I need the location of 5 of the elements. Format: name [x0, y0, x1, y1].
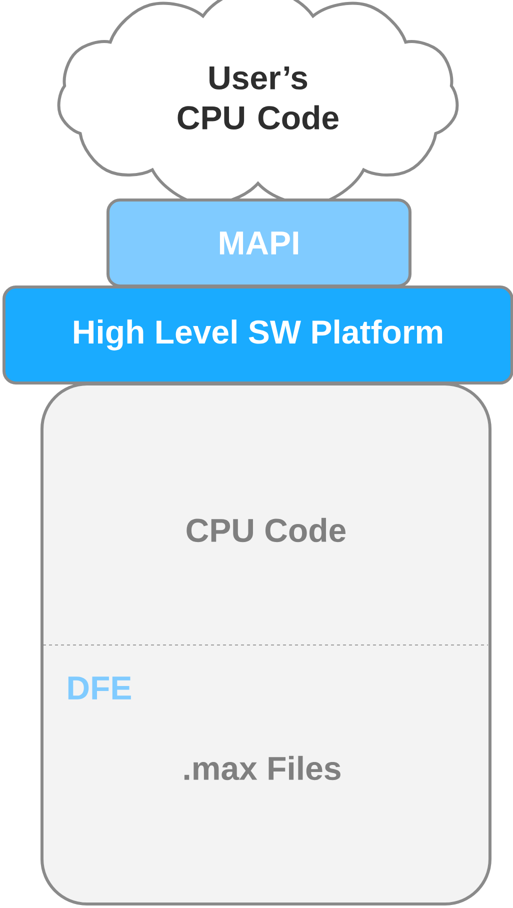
layer-box: MAPI — [106, 198, 412, 288]
section-text: .max Files — [184, 756, 340, 780]
layer-box: High Level SW Platform — [2, 286, 513, 384]
panel-heading: CPU Code — [186, 518, 346, 542]
section-label: DFE — [68, 676, 131, 700]
